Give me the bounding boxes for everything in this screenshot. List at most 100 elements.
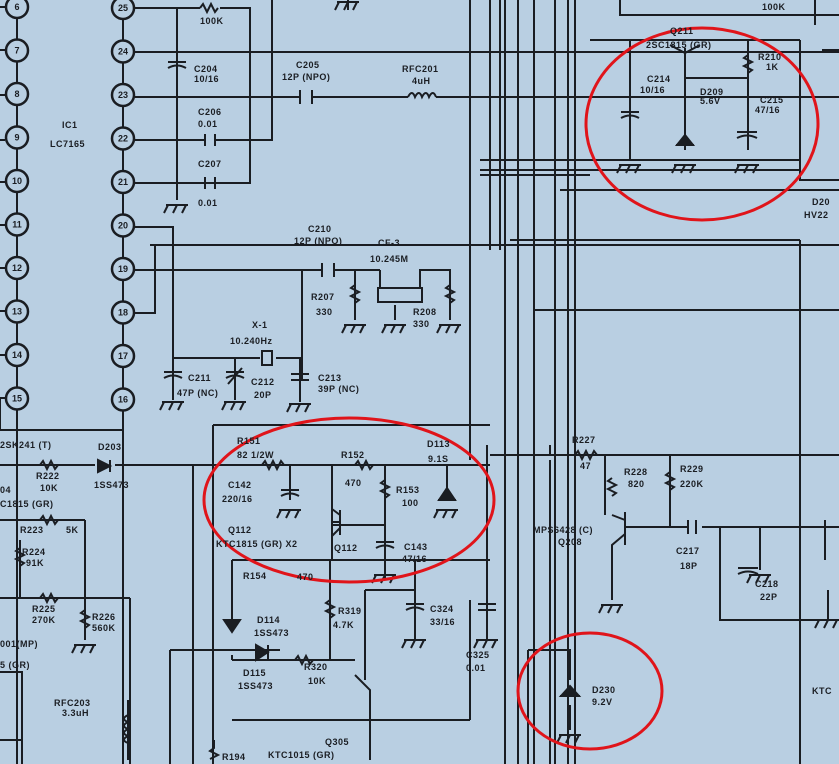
label-d114-value: 1SS473: [254, 628, 289, 638]
left-pin-circle: [4, 81, 30, 107]
right-pin-circle: [110, 387, 136, 412]
label-r194: R194: [222, 752, 246, 762]
capacitor-c204-symbol: [167, 61, 187, 69]
label-c324-value: 33/16: [430, 617, 455, 627]
label-c325: C325: [466, 650, 490, 660]
label-d209-value: 5.6V: [700, 96, 721, 106]
label-q305-value: KTC1015 (GR): [268, 750, 335, 760]
filter-cf3-symbol: [377, 287, 423, 303]
label-rfc201: RFC201: [402, 64, 439, 74]
ground-icon: [433, 509, 458, 519]
label-x1: X-1: [252, 320, 268, 330]
label-r320: R320: [304, 662, 328, 672]
right-pin-circle: [110, 300, 136, 325]
right-pin-circle: [110, 126, 136, 151]
label-c214: C214: [647, 74, 671, 84]
label-c213-value: 39P (NC): [318, 384, 359, 394]
label-q305: Q305: [325, 737, 349, 747]
capacitor-c211-c212-c213-symbol: [163, 367, 309, 385]
left-pin-circle: [4, 386, 30, 411]
label-d203: D203: [98, 442, 122, 452]
label-r151: R151: [237, 436, 261, 446]
label-d230-value: 9.2V: [592, 697, 613, 707]
right-pin-circle: [110, 343, 136, 369]
right-pin-number: 17: [118, 351, 128, 361]
right-pin-number: 24: [118, 47, 128, 57]
label-c212: C212: [251, 377, 275, 387]
ground-icon: [436, 324, 461, 334]
right-pin-circle: [110, 0, 136, 21]
label-r228: R228: [624, 467, 648, 477]
label-r224: R224: [22, 547, 46, 557]
label-c207: C207: [198, 159, 222, 169]
label-r225-value: 270K: [32, 615, 56, 625]
label-r229: R229: [680, 464, 704, 474]
ic-part-label: LC7165: [50, 139, 85, 149]
left-pin-circle: [4, 125, 30, 150]
label-r227: R227: [572, 435, 596, 445]
label-r225: R225: [32, 604, 56, 614]
label-c217: C217: [676, 546, 700, 556]
label-q211-value: 2SC1815 (GR): [646, 40, 712, 50]
left-pin-number: 10: [12, 176, 22, 186]
label-c204: C204: [194, 64, 218, 74]
inductor-rfc201-symbol: [407, 92, 437, 100]
left-pin-number: 11: [12, 220, 22, 230]
label-r226-value: 560K: [92, 623, 116, 633]
component-symbols-top: [163, 1, 457, 385]
right-pin-number: 20: [118, 221, 128, 231]
label-c325-value: 0.01: [466, 663, 486, 673]
label-left-fragment-1: 2SK241 (T): [0, 440, 52, 450]
label-r152-value: 470: [345, 478, 362, 488]
ic-pin-rails: [0, 0, 124, 764]
ground-icon: [598, 604, 623, 614]
highlight-q112-regulator: [202, 416, 496, 584]
label-cf3: CF-3: [378, 238, 400, 248]
label-d115: D115: [243, 668, 266, 678]
label-c143: C143: [404, 542, 428, 552]
label-d114: D114: [257, 615, 280, 625]
label-r153: R153: [396, 485, 420, 495]
label-r228-value: 820: [628, 479, 645, 489]
label-r154-value: 470: [297, 572, 314, 582]
capacitor-c206-c207-symbol: [204, 134, 216, 189]
component-symbols-q208: [558, 448, 759, 697]
label-d20x-value: HV22: [804, 210, 829, 220]
label-c211-value: 47P (NC): [177, 388, 218, 398]
label-c207-value: 0.01: [198, 198, 218, 208]
wires-q211-regulator: [480, 0, 839, 764]
label-q112-value: KTC1815 (GR) X2: [216, 539, 298, 549]
label-q208: Q208: [558, 537, 582, 547]
label-c218-value: 22P: [760, 592, 778, 602]
left-pin-circle: [4, 0, 30, 20]
ground-icon: [163, 204, 188, 214]
label-r207-value: 330: [316, 307, 333, 317]
right-pin-circle: [110, 169, 136, 195]
component-symbols-q211: [620, 54, 758, 146]
label-c205-value: 12P (NPO): [282, 72, 330, 82]
left-pin-number: 8: [14, 89, 19, 99]
ground-icon: [334, 1, 359, 11]
resistor-r207-r208-symbol: [348, 284, 457, 304]
ic-ref-label: IC1: [62, 120, 78, 130]
wires-q112-regulator: [0, 424, 490, 764]
label-c211: C211: [188, 373, 211, 383]
right-pin-number: 21: [118, 177, 128, 187]
label-d20x: D20: [812, 197, 830, 207]
capacitor-c205-symbol: [299, 90, 313, 104]
label-d115-value: 1SS473: [238, 681, 273, 691]
label-r-100k: 100K: [200, 16, 224, 26]
label-cf3-value: 10.245M: [370, 254, 409, 264]
label-c206-value: 0.01: [198, 119, 218, 129]
ground-icon: [286, 403, 311, 413]
label-c324: C324: [430, 604, 454, 614]
left-pin-circle: [4, 255, 30, 281]
left-pin-circle: [4, 299, 30, 324]
right-pin-circle: [110, 213, 136, 238]
ground-icon: [556, 734, 581, 744]
left-pin-number: 14: [12, 350, 22, 360]
label-q112: Q112: [228, 525, 252, 535]
label-c210-value: 12P (NPO): [294, 236, 342, 246]
